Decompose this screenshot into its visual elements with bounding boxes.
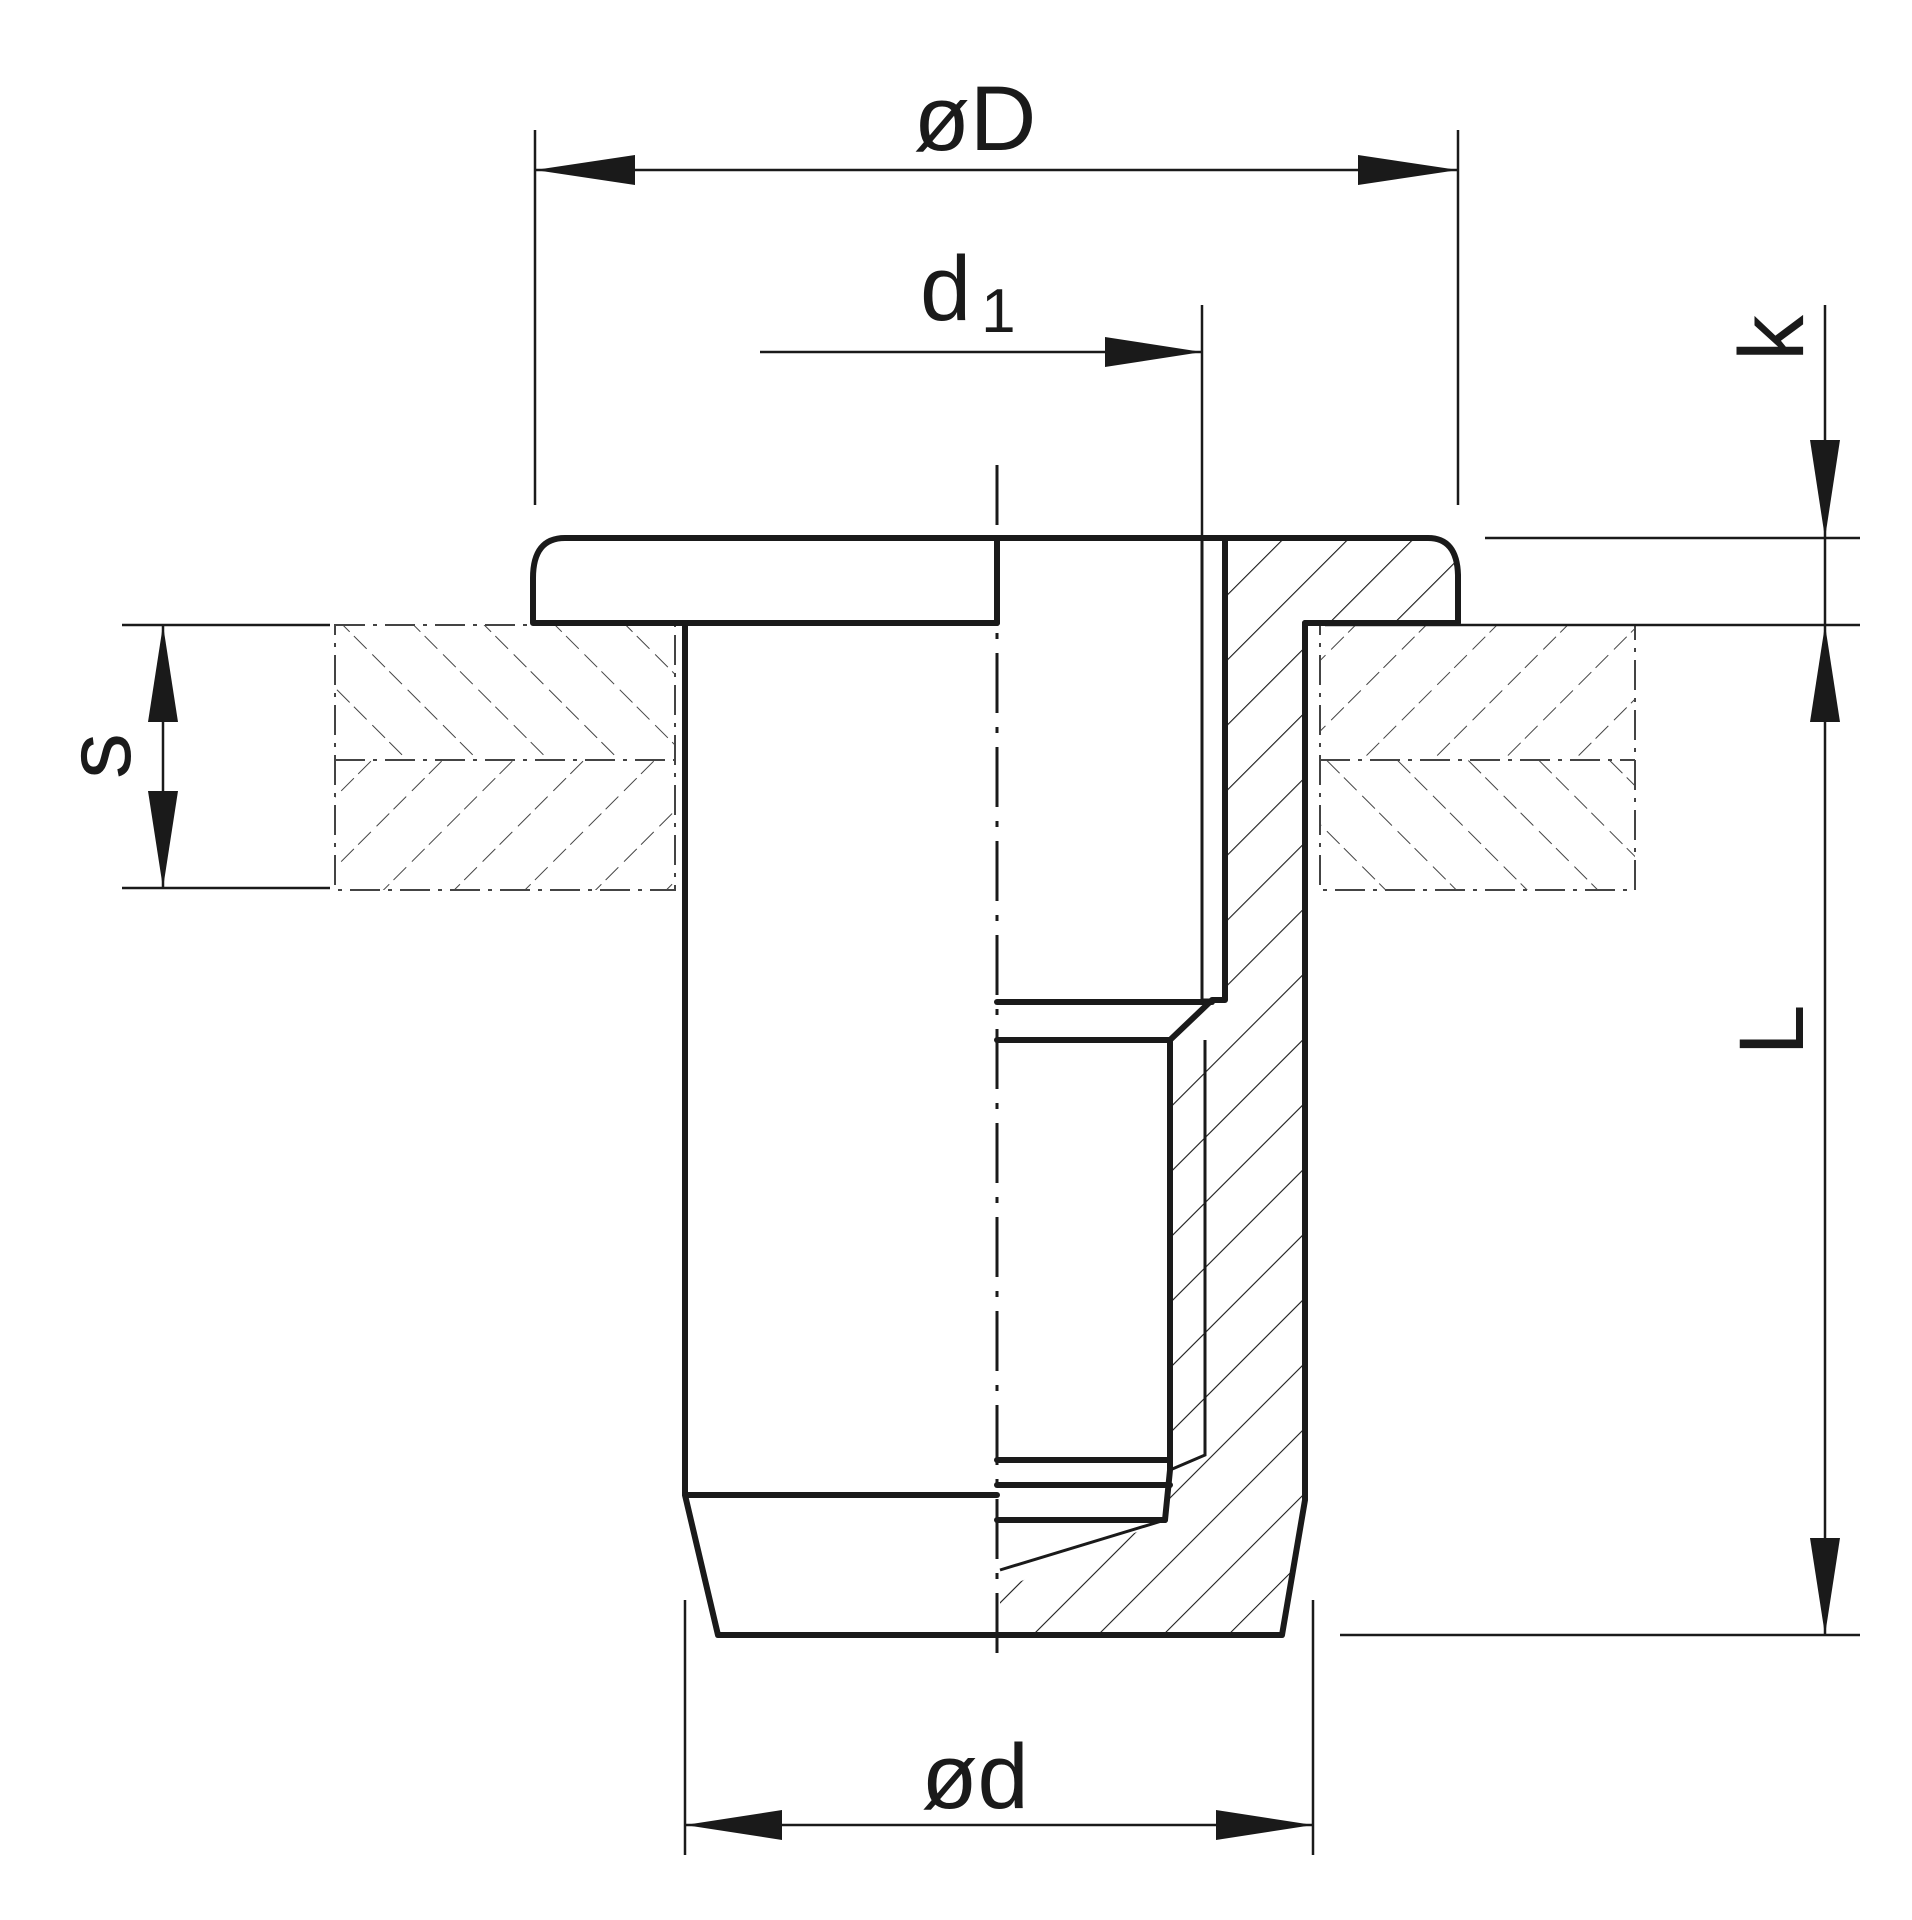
dimension-d bbox=[683, 1600, 1315, 1855]
label-s: s bbox=[48, 733, 150, 779]
dimension-d1 bbox=[760, 305, 1204, 540]
dimension-D bbox=[533, 130, 1460, 505]
dimension-L bbox=[1340, 625, 1860, 1637]
dimension-s bbox=[122, 623, 330, 890]
sheet-left bbox=[334, 624, 676, 891]
label-D: øD bbox=[914, 68, 1037, 170]
label-L: L bbox=[1721, 1004, 1823, 1055]
section-hatching bbox=[1000, 538, 1458, 1635]
sheet-right bbox=[1319, 624, 1636, 891]
label-d: ød bbox=[921, 1726, 1028, 1828]
dimension-k bbox=[1325, 305, 1860, 627]
label-k: k bbox=[1721, 314, 1823, 361]
rivet-nut-outline bbox=[530, 535, 1461, 1638]
